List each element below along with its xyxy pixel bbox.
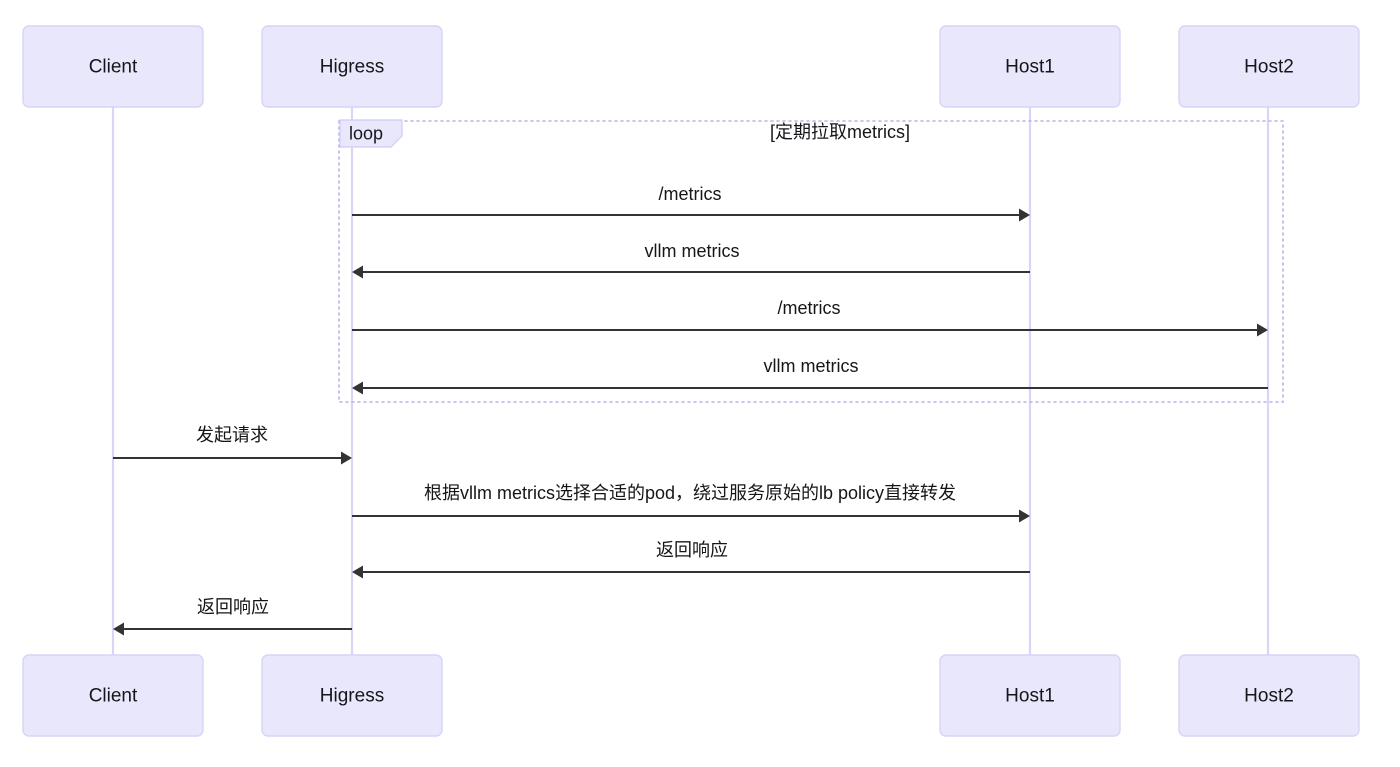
- message-arrowhead: [341, 451, 352, 465]
- lifelines-layer: [111, 107, 1270, 655]
- message-m3: /metrics: [352, 298, 1268, 337]
- message-arrowhead: [352, 381, 363, 395]
- message-arrowhead: [1019, 509, 1030, 523]
- participant-host1-bottom[interactable]: Host1: [939, 654, 1121, 737]
- fragments-layer: loop [定期拉取metrics]: [338, 119, 1284, 403]
- loop-frame-border: [338, 120, 1284, 403]
- participant-host2-top[interactable]: Host2: [1178, 25, 1360, 108]
- message-label: 发起请求: [196, 425, 268, 445]
- message-m5: 发起请求: [113, 425, 352, 465]
- message-m7: 返回响应: [352, 540, 1030, 579]
- message-m6: 根据vllm metrics选择合适的pod，绕过服务原始的lb policy直…: [352, 483, 1030, 523]
- message-label: /metrics: [778, 298, 841, 318]
- message-label: 返回响应: [197, 597, 269, 617]
- participant-label-higress: Higress: [320, 686, 384, 707]
- participant-higress-bottom[interactable]: Higress: [261, 654, 443, 737]
- participant-box-rect[interactable]: [22, 654, 204, 737]
- message-arrowhead: [1257, 323, 1268, 337]
- participant-box-rect[interactable]: [939, 25, 1121, 108]
- participant-label-host1: Host1: [1005, 57, 1055, 78]
- participant-box-rect[interactable]: [1178, 654, 1360, 737]
- message-arrowhead: [352, 565, 363, 579]
- participant-label-host2: Host2: [1244, 686, 1294, 707]
- participant-label-host2: Host2: [1244, 57, 1294, 78]
- participant-box-rect[interactable]: [939, 654, 1121, 737]
- participant-client-bottom[interactable]: Client: [22, 654, 204, 737]
- message-m8: 返回响应: [113, 597, 352, 636]
- participant-higress-top[interactable]: Higress: [261, 25, 443, 108]
- participant-label-client: Client: [89, 686, 138, 707]
- message-label: /metrics: [659, 184, 722, 204]
- loop-title-label: [定期拉取metrics]: [770, 122, 910, 142]
- message-label: vllm metrics: [645, 241, 740, 261]
- messages-layer: /metrics vllm metrics/metrics vllm metrics…: [113, 184, 1268, 636]
- fragment-loop-metrics: loop [定期拉取metrics]: [338, 119, 1284, 403]
- participant-label-client: Client: [89, 57, 138, 78]
- message-m4: vllm metrics: [352, 356, 1268, 395]
- message-label: vllm metrics: [764, 356, 859, 376]
- message-label: 返回响应: [656, 540, 728, 560]
- loop-tab-label: loop: [349, 123, 383, 143]
- participant-label-higress: Higress: [320, 57, 384, 78]
- participant-box-rect[interactable]: [261, 25, 443, 108]
- participant-box-rect[interactable]: [22, 25, 204, 108]
- message-label: 根据vllm metrics选择合适的pod，绕过服务原始的lb policy直…: [424, 483, 956, 503]
- participant-host1-top[interactable]: Host1: [939, 25, 1121, 108]
- message-arrowhead: [1019, 208, 1030, 222]
- message-m2: vllm metrics: [352, 241, 1030, 279]
- message-arrowhead: [113, 622, 124, 636]
- loop-tab-background: [339, 119, 403, 148]
- message-m1: /metrics: [352, 184, 1030, 222]
- participant-box-rect[interactable]: [261, 654, 443, 737]
- participant-host2-bottom[interactable]: Host2: [1178, 654, 1360, 737]
- participant-label-host1: Host1: [1005, 686, 1055, 707]
- participant-client-top[interactable]: Client: [22, 25, 204, 108]
- message-arrowhead: [352, 265, 363, 279]
- participant-box-rect[interactable]: [1178, 25, 1360, 108]
